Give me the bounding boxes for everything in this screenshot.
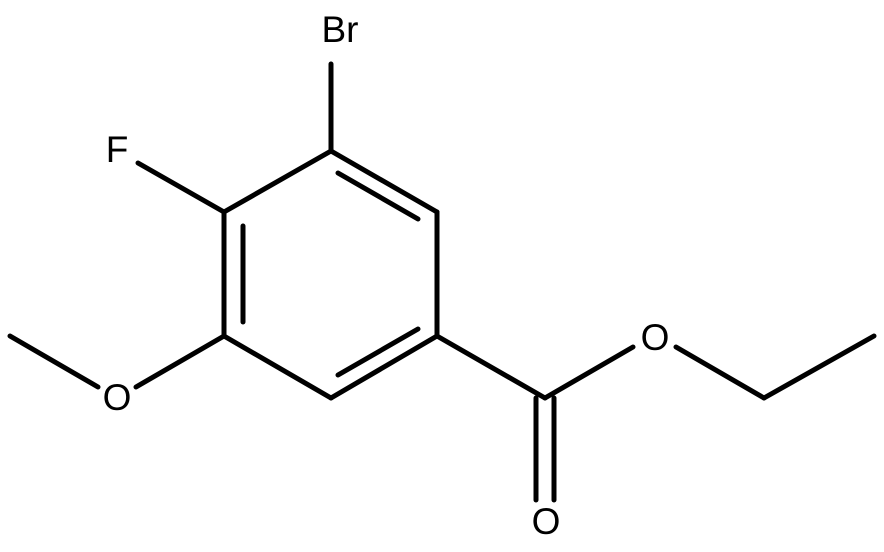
bromine-label: Br <box>322 9 359 50</box>
bond-carbonyl-c-o-ester <box>542 344 636 401</box>
ring-bond-c4-c5 <box>221 333 334 401</box>
bond-c5-o-methoxy <box>133 333 227 390</box>
ring-bond-c1-c2 <box>328 148 440 215</box>
bond-c6-f <box>135 160 227 215</box>
bond-o-methyl <box>7 333 101 390</box>
methoxy-oxygen-label: O <box>103 377 132 418</box>
fluorine-label: F <box>106 129 129 170</box>
ring-double-bond-inner-c1-c2 <box>335 170 421 222</box>
ring-bond-c3-c4 <box>328 333 440 401</box>
bond-ch2-ch3 <box>761 333 877 401</box>
ester-oxygen-label: O <box>641 317 670 358</box>
carbonyl-oxygen-label: O <box>532 501 561 542</box>
bond-c3-carbonyl-c <box>434 333 548 401</box>
ring-double-bond-inner-c3-c4 <box>335 326 421 378</box>
bond-o-ester-ch2 <box>673 344 767 401</box>
ring-bond-c6-c1 <box>221 148 334 215</box>
